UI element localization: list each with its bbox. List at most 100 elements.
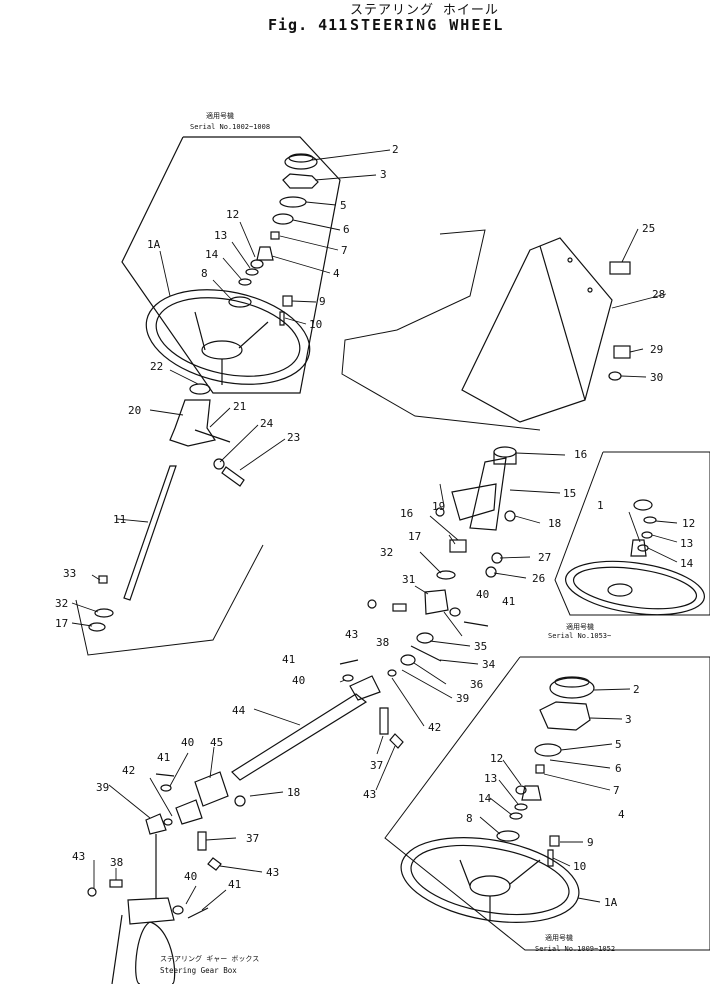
washer-40-lower <box>160 784 172 792</box>
shaft-44 <box>231 693 368 781</box>
part-label-37: 37 <box>246 832 259 845</box>
part-label-5: 5 <box>340 199 347 212</box>
part-label-9: 9 <box>319 295 326 308</box>
bolt-43-mid <box>367 599 377 609</box>
part-label-37: 37 <box>370 759 383 772</box>
yoke-39 <box>145 813 167 835</box>
washer-13 <box>245 268 259 276</box>
bolt-25 <box>609 261 631 275</box>
part-label-41: 41 <box>282 653 295 666</box>
bolt-24 <box>213 458 225 470</box>
horn-button-2-bottom <box>549 677 595 699</box>
part-label-38: 38 <box>110 856 123 869</box>
dashboard-outline <box>341 229 541 431</box>
part-label-5: 5 <box>615 738 622 751</box>
part-label-14: 14 <box>205 248 219 261</box>
screw-18-right <box>504 510 516 522</box>
part-label-21: 21 <box>233 400 246 413</box>
part-label-31: 31 <box>402 573 415 586</box>
gearbox-head <box>127 897 175 925</box>
part-label-40: 40 <box>292 674 305 687</box>
horn-button-2 <box>284 154 318 170</box>
part-label-22: 22 <box>150 360 163 373</box>
part-label-41: 41 <box>228 878 241 891</box>
key-33 <box>98 575 108 584</box>
part-label-8: 8 <box>466 812 473 825</box>
assembly-outline-top <box>121 136 341 394</box>
part-label-17: 17 <box>55 617 68 630</box>
pin-38-gearbox <box>109 879 123 888</box>
column-head-20 <box>169 399 216 447</box>
part-label-43: 43 <box>363 788 376 801</box>
part-label-9: 9 <box>587 836 594 849</box>
part-label-3: 3 <box>380 168 387 181</box>
caption-top-jp: 適用号機 <box>206 112 234 120</box>
steering-wheel-1A-bottom <box>400 837 580 923</box>
washer-40-mid <box>449 607 461 617</box>
title-japanese: ステアリング ホイール <box>350 3 499 18</box>
nut-12 <box>250 259 264 269</box>
part-label-14: 14 <box>680 557 694 570</box>
part-label-19: 19 <box>432 500 445 513</box>
part-label-2: 2 <box>392 143 399 156</box>
caption-mid-serial: Serial No.1053~ <box>548 632 612 640</box>
part-label-10: 10 <box>309 318 322 331</box>
collar-22 <box>189 383 211 395</box>
part-label-13: 13 <box>484 772 497 785</box>
bush-16-lower <box>449 539 467 553</box>
part-label-43: 43 <box>345 628 358 641</box>
washer-42-mid <box>387 669 397 677</box>
cover-3-bottom <box>539 701 591 731</box>
boot-16-top <box>493 446 517 458</box>
part-label-40: 40 <box>184 870 197 883</box>
yoke-lower <box>175 799 203 825</box>
part-label-7: 7 <box>341 244 348 257</box>
washer-13-bottom <box>514 803 528 811</box>
part-label-41: 41 <box>502 595 515 608</box>
part-label-6: 6 <box>343 223 350 236</box>
part-label-34: 34 <box>482 658 496 671</box>
column-cover-28 <box>461 237 613 423</box>
caption-gearbox-en: Steering Gear Box <box>160 966 237 975</box>
horn-button-inset <box>633 499 653 511</box>
part-label-12: 12 <box>682 517 695 530</box>
screw-19 <box>435 507 445 517</box>
part-label-42: 42 <box>122 764 135 777</box>
bolt-43-lower <box>207 857 222 871</box>
part-label-18: 18 <box>287 786 300 799</box>
leader-lines <box>71 149 678 911</box>
part-label-15: 15 <box>563 487 576 500</box>
clip-17-left <box>88 622 106 632</box>
gearbox-body <box>111 914 176 984</box>
part-label-25: 25 <box>642 222 655 235</box>
part-label-13: 13 <box>214 229 227 242</box>
part-label-13: 13 <box>680 537 693 550</box>
pin-41-mid <box>463 621 489 627</box>
bolt-43-gearbox <box>87 887 97 897</box>
ring-8 <box>228 296 252 308</box>
part-label-43: 43 <box>72 850 85 863</box>
pin-10 <box>279 311 285 326</box>
plate-6 <box>272 213 294 225</box>
bracket-plate-15 <box>451 483 497 521</box>
joint-45 <box>194 771 229 807</box>
caption-gearbox-jp: ステアリング ギャー ボックス <box>160 955 260 963</box>
screw-7 <box>270 231 280 240</box>
washer-14 <box>238 278 252 286</box>
joint-31 <box>424 589 449 615</box>
caption-bottom-serial: Serial No.1009~1052 <box>535 945 616 953</box>
screw-18-lower <box>234 795 246 807</box>
washer-32-mid <box>436 570 456 580</box>
part-label-40: 40 <box>181 736 194 749</box>
part-label-2: 2 <box>633 683 640 696</box>
screw-9 <box>282 295 293 307</box>
bolt-43-lower-mid <box>389 733 404 749</box>
figure-number: Fig. 411 <box>268 16 349 34</box>
part-label-33: 33 <box>63 567 76 580</box>
part-label-44: 44 <box>232 704 246 717</box>
part-label-16: 16 <box>400 507 413 520</box>
part-label-41: 41 <box>157 751 170 764</box>
part-label-8: 8 <box>201 267 208 280</box>
